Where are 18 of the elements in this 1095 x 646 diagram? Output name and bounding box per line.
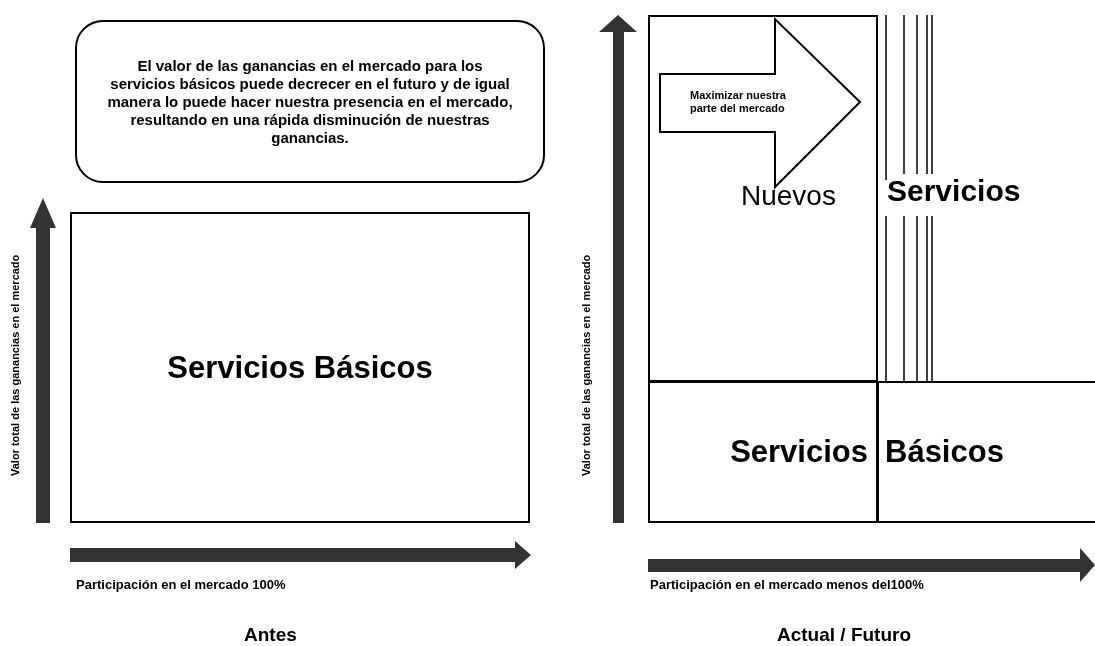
content-box bbox=[648, 381, 878, 523]
content-box bbox=[648, 15, 878, 382]
axis-label: Valor total de las ganancias en el mercado bbox=[580, 253, 592, 479]
axis-label: Valor total de las ganancias en el mercado bbox=[9, 253, 21, 479]
content-box bbox=[877, 381, 1095, 523]
panel-title: Actual / Futuro bbox=[777, 624, 912, 646]
panel-title: Antes bbox=[244, 624, 297, 646]
region-title: Nuevos bbox=[741, 180, 836, 212]
callout-box bbox=[75, 20, 545, 183]
axis-label: Participación en el mercado 100% bbox=[76, 577, 286, 592]
box-title: Servicios bbox=[730, 433, 868, 471]
axis-label: Participación en el mercado menos del100% bbox=[650, 577, 924, 592]
callout-text: El valor de las ganancias en el mercado para los servicios básicos puede decrecer en el futuro y de igual manera lo puede hacer nuestra presencia en el mercado, resultando en una rápida disminución de nuestras ganancias. bbox=[107, 56, 513, 147]
block-arrow bbox=[660, 19, 860, 187]
content-box bbox=[70, 212, 530, 523]
arrow-text: Maximizar nuestra parte del mercado bbox=[690, 89, 787, 115]
box-title: Básicos bbox=[885, 433, 1004, 471]
box-title: Servicios Básicos bbox=[167, 348, 433, 387]
